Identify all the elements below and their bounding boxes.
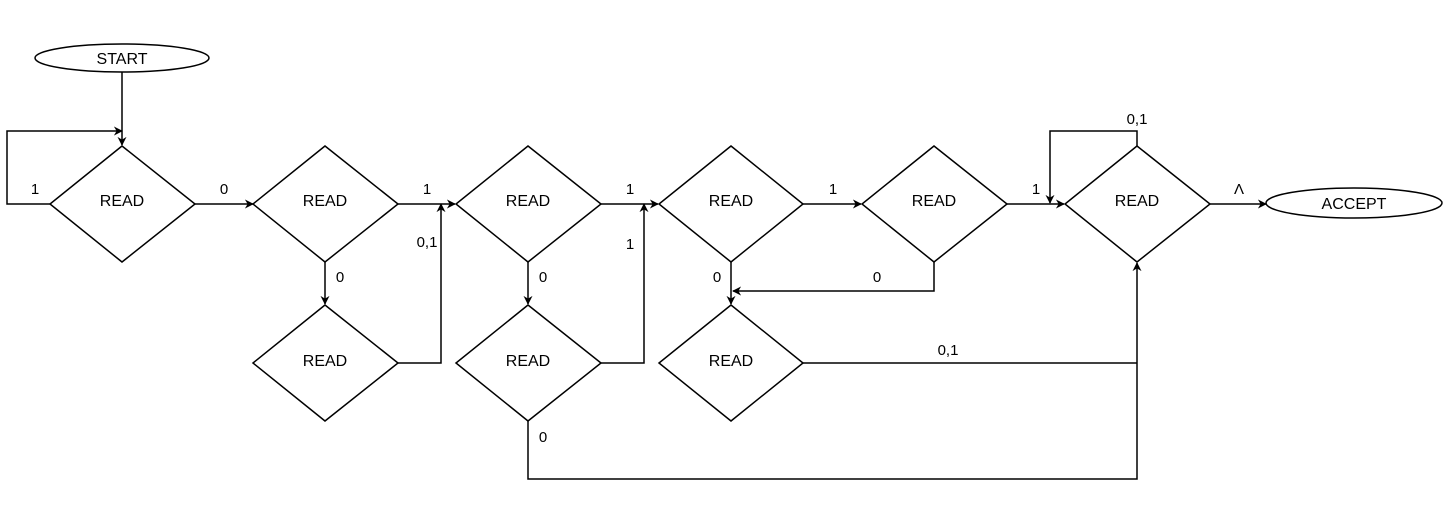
edge-label-read-4-to-read-4b: 0 (713, 269, 721, 286)
read-node-3b-label: READ (506, 353, 550, 370)
read-node-1: READ (48, 145, 197, 263)
edge-read-6-loop (1045, 130, 1138, 204)
read-node-3: READ (454, 145, 603, 263)
edge-label-read-6-to-accept: Λ (1234, 181, 1244, 198)
edge-label-read-2-to-read-3: 1 (423, 181, 431, 198)
read-node-5: READ (860, 145, 1009, 263)
edge-label-read-4-to-read-5: 1 (829, 181, 837, 198)
read-node-5-label: READ (912, 193, 956, 210)
nodes: START ACCEPT READ READ READ READ READ (34, 43, 1443, 422)
edge-label-read-5-to-read-6: 1 (1032, 181, 1040, 198)
edge-label-read-3-to-read-4: 1 (626, 181, 634, 198)
edge-label-read-2b-to-read-3: 0,1 (417, 234, 438, 251)
edge-label-read-2-to-read-2b: 0 (336, 269, 344, 286)
edge-label-read-5-to-read-4b: 0 (873, 269, 881, 286)
read-node-3-label: READ (506, 193, 550, 210)
edge-label-read-3-to-read-3b: 0 (539, 269, 547, 286)
read-node-4b: READ (657, 304, 805, 422)
edge-read-3b-to-read-6 (527, 262, 1142, 480)
read-node-1-label: READ (100, 193, 144, 210)
edge-read-5-to-read-4b (732, 262, 935, 296)
edge-label-read-4b-to-read-6: 0,1 (938, 342, 959, 359)
read-node-4-label: READ (709, 193, 753, 210)
edges (6, 72, 1267, 480)
read-node-6: READ (1063, 145, 1212, 263)
read-node-4: READ (657, 145, 805, 263)
edge-label-read-1-to-read-2: 0 (220, 181, 228, 198)
edge-label-read-1-loop: 1 (31, 181, 39, 198)
read-node-2-label: READ (303, 193, 347, 210)
accept-node: ACCEPT (1265, 187, 1443, 219)
edge-read-3b-to-read-4 (601, 203, 649, 364)
edge-read-1-loop (6, 126, 123, 205)
edge-labels: 1 0 1 0 0,1 1 0 1 0 1 0 0 1 0,1 0,1 Λ (31, 111, 1244, 446)
read-node-2b: READ (251, 304, 400, 422)
edge-read-2b-to-read-3 (398, 203, 446, 364)
start-node: START (34, 43, 210, 73)
read-node-2b-label: READ (303, 353, 347, 370)
edge-label-read-3b-to-read-4: 1 (626, 236, 634, 253)
read-node-3b: READ (454, 304, 603, 422)
accept-label: ACCEPT (1322, 196, 1387, 213)
edge-label-read-6-loop: 0,1 (1127, 111, 1148, 128)
read-node-6-label: READ (1115, 193, 1159, 210)
read-node-4b-label: READ (709, 353, 753, 370)
start-label: START (97, 51, 148, 68)
edge-label-read-3b-to-read-6: 0 (539, 429, 547, 446)
read-node-2: READ (251, 145, 400, 263)
